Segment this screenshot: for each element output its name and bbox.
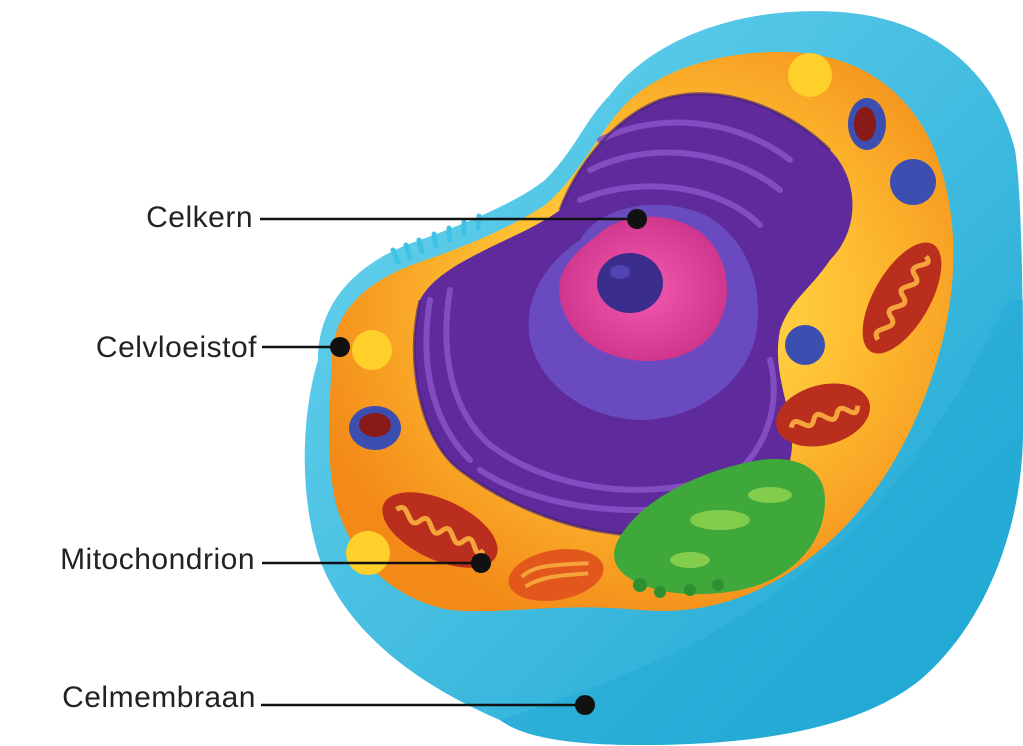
nucleolus (597, 253, 663, 313)
pointer-dot-nucleus (627, 209, 647, 229)
pointer-dot-membrane (575, 695, 595, 715)
label-mitochondrion: Mitochondrion (60, 545, 255, 575)
pointer-dot-mitochondrion (471, 553, 491, 573)
label-membrane: Celmembraan (62, 683, 256, 713)
pointer-dot-cytoplasm (330, 337, 350, 357)
label-cytoplasm: Celvloeistof (96, 333, 257, 363)
label-nucleus: Celkern (146, 203, 253, 233)
nucleolus-shine (610, 265, 630, 279)
